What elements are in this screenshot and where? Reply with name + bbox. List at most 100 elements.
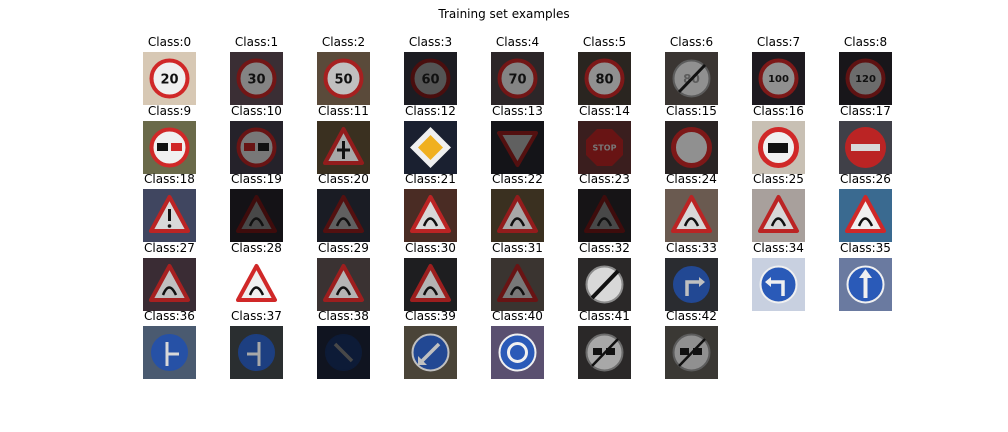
sign-image: [317, 258, 370, 311]
sign-image: [143, 326, 196, 379]
class-label: Class:20: [318, 172, 369, 186]
class-label: Class:30: [405, 241, 456, 255]
example-cell: Class:36: [143, 309, 196, 379]
class-label: Class:27: [144, 241, 195, 255]
class-label: Class:5: [582, 35, 627, 49]
sign-image: [317, 326, 370, 379]
class-label: Class:0: [147, 35, 192, 49]
example-cell: 100 Class:7: [752, 35, 805, 105]
example-cell: 20 Class:0: [143, 35, 196, 105]
sign-image: [839, 258, 892, 311]
example-cell: Class:28: [230, 241, 283, 311]
example-cell: Class:23: [578, 172, 631, 242]
class-label: Class:15: [666, 104, 717, 118]
class-label: Class:38: [318, 309, 369, 323]
example-cell: 30 Class:1: [230, 35, 283, 105]
sign-image: 70: [491, 52, 544, 105]
class-label: Class:25: [753, 172, 804, 186]
sign-image: [491, 258, 544, 311]
class-label: Class:17: [840, 104, 891, 118]
example-cell: Class:42: [665, 309, 718, 379]
example-cell: Class:30: [404, 241, 457, 311]
example-cell: Class:25: [752, 172, 805, 242]
example-cell: Class:18: [143, 172, 196, 242]
example-cell: Class:20: [317, 172, 370, 242]
sign-image: [230, 121, 283, 174]
sign-image: 50: [317, 52, 370, 105]
sign-image: [230, 326, 283, 379]
sign-image: 120: [839, 52, 892, 105]
class-label: Class:39: [405, 309, 456, 323]
class-label: Class:28: [231, 241, 282, 255]
sign-image: 80: [665, 52, 718, 105]
svg-text:60: 60: [421, 72, 439, 87]
sign-image: [665, 258, 718, 311]
class-label: Class:3: [408, 35, 453, 49]
class-label: Class:29: [318, 241, 369, 255]
class-label: Class:40: [492, 309, 543, 323]
sign-image: [578, 258, 631, 311]
sign-image: STOP: [578, 121, 631, 174]
example-cell: 70 Class:4: [491, 35, 544, 105]
class-label: Class:12: [405, 104, 456, 118]
class-label: Class:10: [231, 104, 282, 118]
sign-image: [665, 121, 718, 174]
example-cell: Class:13: [491, 104, 544, 174]
svg-text:100: 100: [768, 74, 789, 85]
sign-image: 100: [752, 52, 805, 105]
class-label: Class:36: [144, 309, 195, 323]
example-cell: Class:32: [578, 241, 631, 311]
class-label: Class:4: [495, 35, 540, 49]
example-cell: Class:35: [839, 241, 892, 311]
example-cell: Class:34: [752, 241, 805, 311]
sign-image: [839, 189, 892, 242]
class-label: Class:33: [666, 241, 717, 255]
example-cell: Class:40: [491, 309, 544, 379]
class-label: Class:34: [753, 241, 804, 255]
class-label: Class:9: [147, 104, 192, 118]
svg-text:50: 50: [334, 72, 352, 87]
class-label: Class:41: [579, 309, 630, 323]
svg-text:20: 20: [160, 72, 178, 87]
example-cell: Class:37: [230, 309, 283, 379]
figure-title: Training set examples: [438, 7, 570, 21]
example-cell: Class:17: [839, 104, 892, 174]
example-cell: Class:9: [143, 104, 196, 174]
example-cell: 60 Class:3: [404, 35, 457, 105]
class-label: Class:7: [756, 35, 801, 49]
example-cell: Class:21: [404, 172, 457, 242]
sign-image: [491, 189, 544, 242]
class-label: Class:11: [318, 104, 369, 118]
class-label: Class:19: [231, 172, 282, 186]
class-label: Class:35: [840, 241, 891, 255]
sign-image: [404, 189, 457, 242]
example-cell: Class:41: [578, 309, 631, 379]
example-cell: Class:33: [665, 241, 718, 311]
svg-text:120: 120: [855, 74, 876, 85]
example-cell: Class:19: [230, 172, 283, 242]
example-cell: Class:22: [491, 172, 544, 242]
example-cell: Class:39: [404, 309, 457, 379]
class-label: Class:22: [492, 172, 543, 186]
class-label: Class:42: [666, 309, 717, 323]
example-cell: Class:16: [752, 104, 805, 174]
example-cell: 120 Class:8: [839, 35, 892, 105]
sign-image: [752, 258, 805, 311]
sign-image: [143, 258, 196, 311]
example-cell: 50 Class:2: [317, 35, 370, 105]
example-cell: Class:11: [317, 104, 370, 174]
sign-image: [317, 121, 370, 174]
sign-image: [404, 121, 457, 174]
class-label: Class:16: [753, 104, 804, 118]
sign-image: [665, 189, 718, 242]
example-cell: 80 Class:5: [578, 35, 631, 105]
example-cell: STOP Class:14: [578, 104, 631, 174]
class-label: Class:26: [840, 172, 891, 186]
sign-image: 80: [578, 52, 631, 105]
example-cell: Class:27: [143, 241, 196, 311]
sign-image: [578, 326, 631, 379]
sign-image: [317, 189, 370, 242]
sign-image: [230, 258, 283, 311]
example-cell: Class:12: [404, 104, 457, 174]
class-label: Class:32: [579, 241, 630, 255]
